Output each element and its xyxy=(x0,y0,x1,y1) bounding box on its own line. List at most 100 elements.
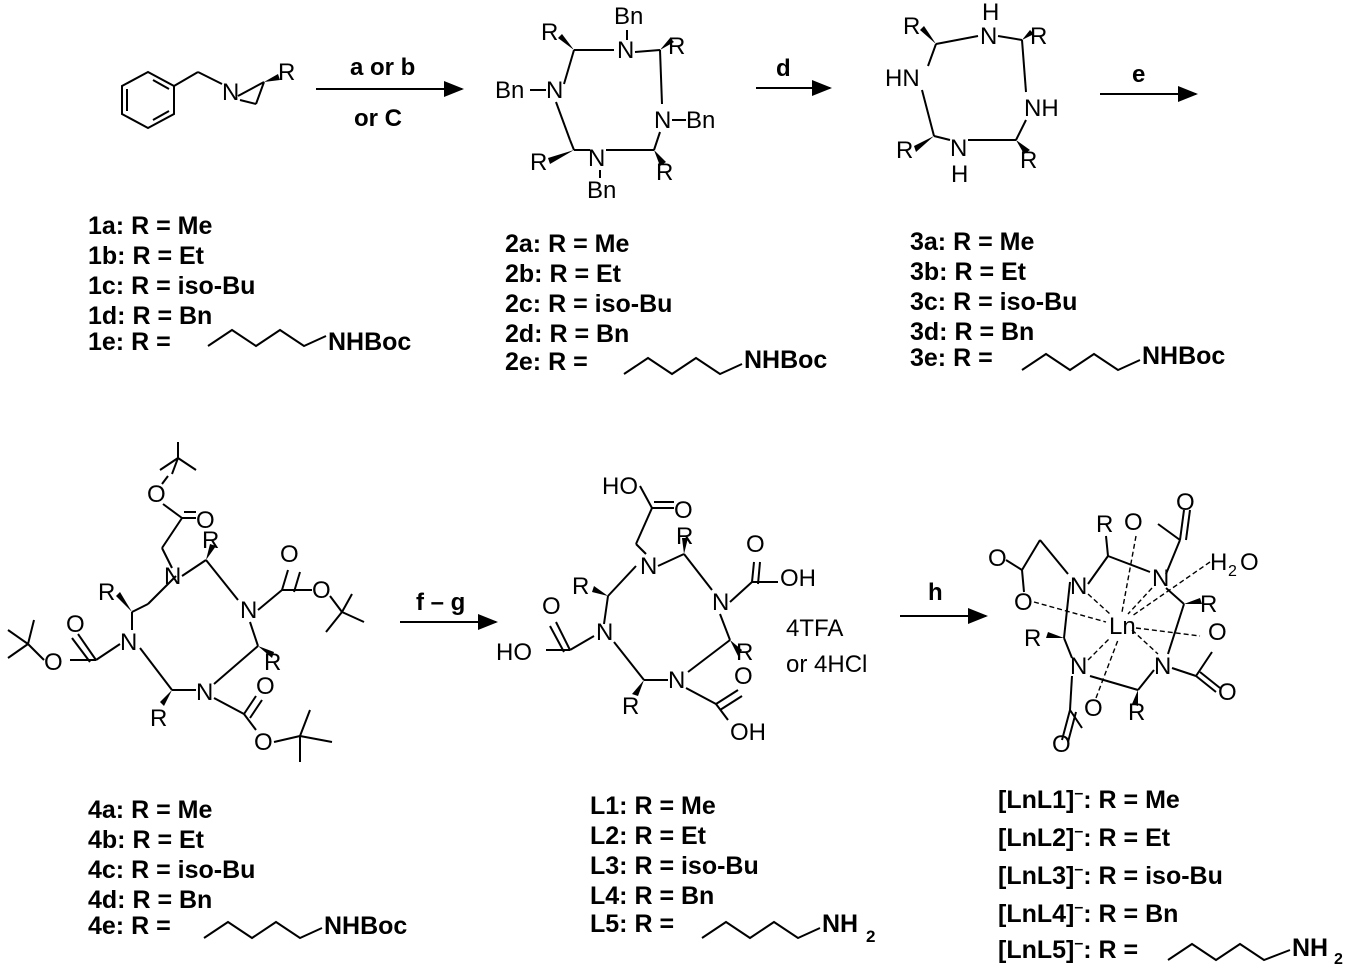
compound-2-structure: Bn N R R Bn N N Bn R N Bn R xyxy=(495,3,715,204)
svg-text:O: O xyxy=(1014,589,1033,616)
svg-text:1e: R =: 1e: R = xyxy=(88,328,171,356)
svg-text:4a: R = Me: 4a: R = Me xyxy=(88,796,212,824)
svg-text:OH: OH xyxy=(780,565,816,592)
svg-text:R: R xyxy=(903,13,920,40)
arrow-e: e xyxy=(1100,61,1198,102)
aziridine-n: N xyxy=(222,79,239,106)
svg-text:O: O xyxy=(66,611,85,638)
svg-text:f – g: f – g xyxy=(416,589,465,616)
svg-text:R: R xyxy=(736,639,753,666)
salt-tfa: 4TFA xyxy=(786,615,843,642)
svg-text:d: d xyxy=(776,55,791,82)
labels-compound-4: 4a: R = Me 4b: R = Et 4c: R = iso-Bu 4d:… xyxy=(88,796,407,940)
labels-ligand: L1: R = Me L2: R = Et L3: R = iso-Bu L4:… xyxy=(590,792,875,946)
svg-text:O: O xyxy=(1084,695,1103,722)
svg-text:R: R xyxy=(1020,147,1037,174)
svg-text:NHBoc: NHBoc xyxy=(324,912,407,940)
svg-text:O: O xyxy=(1240,549,1259,576)
svg-text:HN: HN xyxy=(885,65,920,92)
svg-text:R: R xyxy=(656,159,673,186)
svg-text:3b: R = Et: 3b: R = Et xyxy=(910,258,1027,286)
svg-text:4e: R =: 4e: R = xyxy=(88,912,171,940)
svg-text:O: O xyxy=(1176,489,1195,516)
svg-text:O: O xyxy=(1124,509,1143,536)
svg-text:N: N xyxy=(980,23,997,50)
svg-text:R: R xyxy=(264,649,281,676)
svg-text:N: N xyxy=(712,589,729,616)
svg-text:2: 2 xyxy=(1334,951,1343,968)
ln-center: Ln xyxy=(1109,613,1136,640)
svg-text:[LnL5]–: R =: [LnL5]–: R = xyxy=(998,935,1138,964)
svg-text:N: N xyxy=(240,597,257,624)
svg-text:[LnL4]–: R = Bn: [LnL4]–: R = Bn xyxy=(998,899,1178,928)
svg-text:1a: R = Me: 1a: R = Me xyxy=(88,212,212,240)
svg-text:R: R xyxy=(896,137,913,164)
arrow-d: d xyxy=(756,55,832,96)
svg-text:NH: NH xyxy=(1024,95,1059,122)
svg-text:Bn: Bn xyxy=(614,3,643,30)
svg-text:2b: R = Et: 2b: R = Et xyxy=(505,260,622,288)
svg-text:O: O xyxy=(1218,679,1237,706)
svg-text:2d: R = Bn: 2d: R = Bn xyxy=(505,320,629,348)
svg-text:R: R xyxy=(541,19,558,46)
svg-text:O: O xyxy=(734,663,753,690)
svg-text:NHBoc: NHBoc xyxy=(1142,342,1225,370)
svg-text:R: R xyxy=(1030,23,1047,50)
svg-text:N: N xyxy=(546,77,563,104)
svg-text:O: O xyxy=(542,593,561,620)
svg-text:O: O xyxy=(280,541,299,568)
svg-text:R: R xyxy=(202,527,219,554)
svg-text:N: N xyxy=(617,37,634,64)
svg-text:NH: NH xyxy=(1292,934,1328,962)
svg-text:3c: R = iso-Bu: 3c: R = iso-Bu xyxy=(910,288,1077,316)
svg-text:2a: R = Me: 2a: R = Me xyxy=(505,230,629,258)
svg-text:H: H xyxy=(951,161,968,188)
svg-text:O: O xyxy=(746,531,765,558)
svg-text:[LnL3]–: R = iso-Bu: [LnL3]–: R = iso-Bu xyxy=(998,861,1223,890)
svg-text:L5: R =: L5: R = xyxy=(590,910,674,938)
compound-1-structure: N R xyxy=(121,59,295,130)
svg-text:3d: R = Bn: 3d: R = Bn xyxy=(910,318,1034,346)
svg-text:2: 2 xyxy=(1228,563,1237,580)
svg-text:R: R xyxy=(572,573,589,600)
svg-text:N: N xyxy=(120,629,137,656)
svg-text:N: N xyxy=(596,619,613,646)
arrow-h: h xyxy=(900,579,988,624)
svg-text:R: R xyxy=(1200,591,1217,618)
svg-text:R: R xyxy=(1096,511,1113,538)
svg-text:Bn: Bn xyxy=(587,177,616,204)
ln-complex-structure: Ln O O N R N O O H 2 O R O N xyxy=(988,489,1259,758)
svg-text:N: N xyxy=(1152,565,1169,592)
svg-text:3e: R =: 3e: R = xyxy=(910,344,993,372)
svg-text:4d: R = Bn: 4d: R = Bn xyxy=(88,886,212,914)
svg-text:R: R xyxy=(622,693,639,720)
arrow-a-or-b: a or b or C xyxy=(316,54,464,132)
svg-text:L4: R = Bn: L4: R = Bn xyxy=(590,882,714,910)
svg-text:HO: HO xyxy=(602,473,638,500)
svg-text:O: O xyxy=(147,481,166,508)
aziridine-r: R xyxy=(278,59,295,86)
svg-text:N: N xyxy=(1070,573,1087,600)
svg-text:R: R xyxy=(1128,699,1145,726)
svg-text:L1: R = Me: L1: R = Me xyxy=(590,792,716,820)
svg-text:R: R xyxy=(530,149,547,176)
svg-text:4c: R = iso-Bu: 4c: R = iso-Bu xyxy=(88,856,255,884)
svg-text:N: N xyxy=(654,107,671,134)
labels-compound-3: 3a: R = Me 3b: R = Et 3c: R = iso-Bu 3d:… xyxy=(910,228,1225,372)
svg-text:O: O xyxy=(44,649,63,676)
labels-compound-1: 1a: R = Me 1b: R = Et 1c: R = iso-Bu 1d:… xyxy=(88,212,411,356)
svg-text:1b: R = Et: 1b: R = Et xyxy=(88,242,205,270)
svg-text:R: R xyxy=(1024,625,1041,652)
svg-text:Bn: Bn xyxy=(686,107,715,134)
svg-text:NH: NH xyxy=(822,910,858,938)
svg-text:O: O xyxy=(312,577,331,604)
svg-text:N: N xyxy=(1154,653,1171,680)
svg-text:4b: R = Et: 4b: R = Et xyxy=(88,826,205,854)
svg-text:O: O xyxy=(674,497,693,524)
ligand-structure: HO O N R N O OH R N O HO R R xyxy=(496,473,867,746)
svg-text:N: N xyxy=(950,135,967,162)
svg-text:O: O xyxy=(196,507,215,534)
svg-text:R: R xyxy=(668,33,685,60)
svg-text:or C: or C xyxy=(354,105,402,132)
